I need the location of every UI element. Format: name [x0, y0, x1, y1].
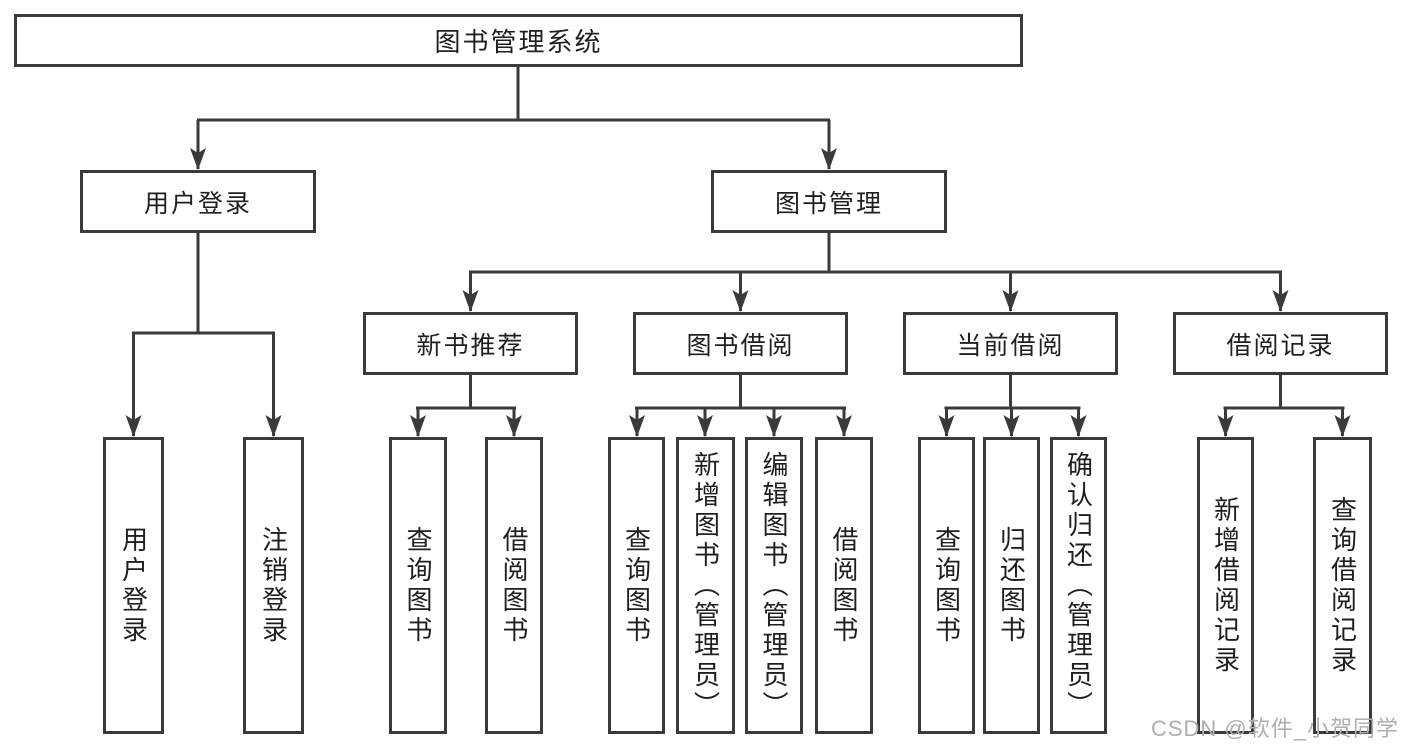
leaf-borrow-books-recommend: 借阅图书 [485, 437, 543, 734]
node-label: 查询图书 [931, 525, 962, 646]
node-label: 新书推荐 [416, 331, 525, 360]
node-label: 图书管理系统 [434, 27, 603, 57]
node-label: 归还图书 [996, 525, 1027, 646]
node-label: 新增图书（管理员） [690, 450, 721, 721]
node-current-borrowing: 当前借阅 [903, 312, 1118, 375]
node-label: 查询借阅记录 [1327, 495, 1358, 676]
leaf-add-borrow-record: 新增借阅记录 [1197, 437, 1254, 734]
csdn-watermark: CSDN @软件_小贺同学 [1150, 716, 1399, 741]
node-label: 用户登录 [143, 189, 252, 218]
node-book-borrowing: 图书借阅 [633, 312, 848, 375]
node-root-library-system: 图书管理系统 [14, 14, 1023, 67]
leaf-return-books: 归还图书 [983, 437, 1040, 734]
node-borrowing-records: 借阅记录 [1173, 312, 1388, 375]
node-label: 编辑图书（管理员） [759, 450, 789, 721]
leaf-query-books-borrow: 查询图书 [608, 437, 665, 734]
node-label: 用户登录 [118, 525, 149, 646]
leaf-user-login: 用户登录 [103, 437, 164, 734]
leaf-edit-books-admin: 编辑图书（管理员） [745, 437, 803, 734]
leaf-query-borrow-record: 查询借阅记录 [1313, 437, 1372, 734]
leaf-confirm-return-admin: 确认归还（管理员） [1050, 437, 1107, 734]
node-label: 新增借阅记录 [1210, 495, 1241, 676]
leaf-query-books-recommend: 查询图书 [389, 437, 447, 734]
node-label: 查询图书 [403, 525, 433, 646]
node-new-book-recommendation: 新书推荐 [363, 312, 578, 375]
leaf-borrow-books: 借阅图书 [815, 437, 873, 734]
node-label: 借阅图书 [499, 525, 529, 646]
node-label: 借阅记录 [1226, 331, 1335, 360]
node-label: 查询图书 [621, 525, 652, 646]
leaf-add-books-admin: 新增图书（管理员） [676, 437, 735, 734]
node-label: 图书管理 [774, 189, 883, 218]
node-label: 借阅图书 [829, 525, 859, 646]
node-label: 当前借阅 [956, 331, 1065, 360]
leaf-query-books-current: 查询图书 [918, 437, 975, 734]
node-label: 确认归还（管理员） [1063, 450, 1094, 721]
node-book-management: 图书管理 [711, 170, 947, 233]
leaf-logout: 注销登录 [243, 437, 304, 734]
node-label: 图书借阅 [686, 331, 795, 360]
node-user-login: 用户登录 [80, 170, 316, 233]
node-label: 注销登录 [258, 525, 289, 646]
